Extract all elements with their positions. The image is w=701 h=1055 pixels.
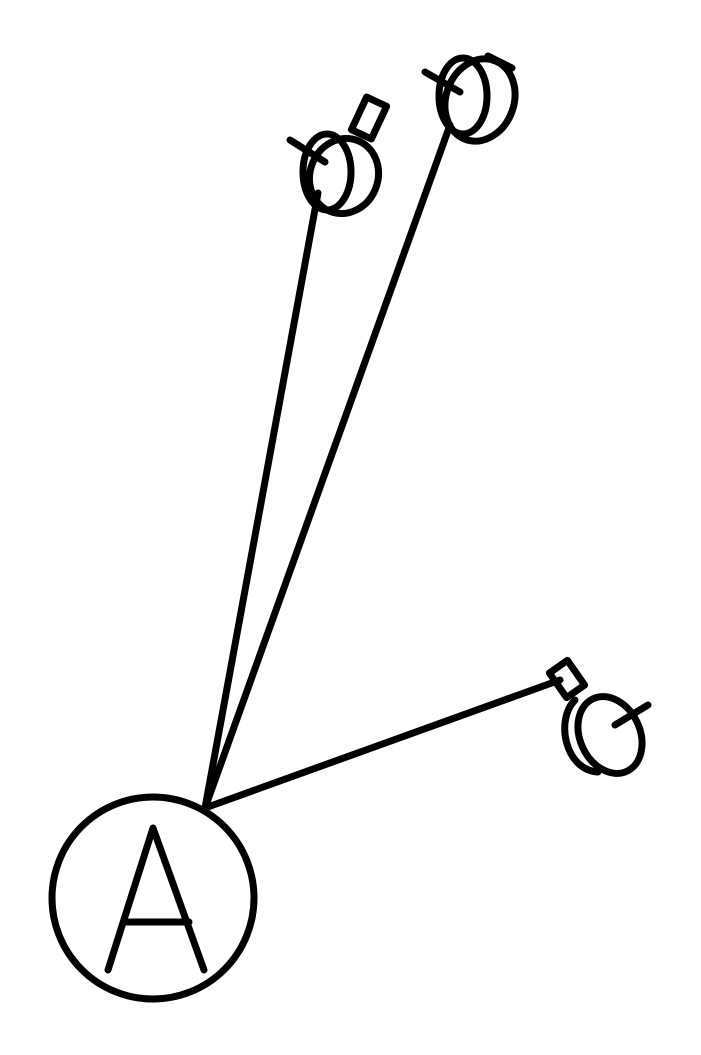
hub-node-letter-shape [104,824,208,974]
connection-lines [201,121,564,812]
antenna-coil-icon [421,52,519,145]
antenna-coil-icon [286,93,391,218]
connection-line-right [201,676,564,812]
antenna-coil-icon [545,656,652,777]
connection-line-top [201,121,454,812]
hub-node-circle [48,793,258,1003]
coil-hook [561,696,602,776]
hub-node-icon: A [48,793,258,1003]
connection-line-left [201,189,322,812]
